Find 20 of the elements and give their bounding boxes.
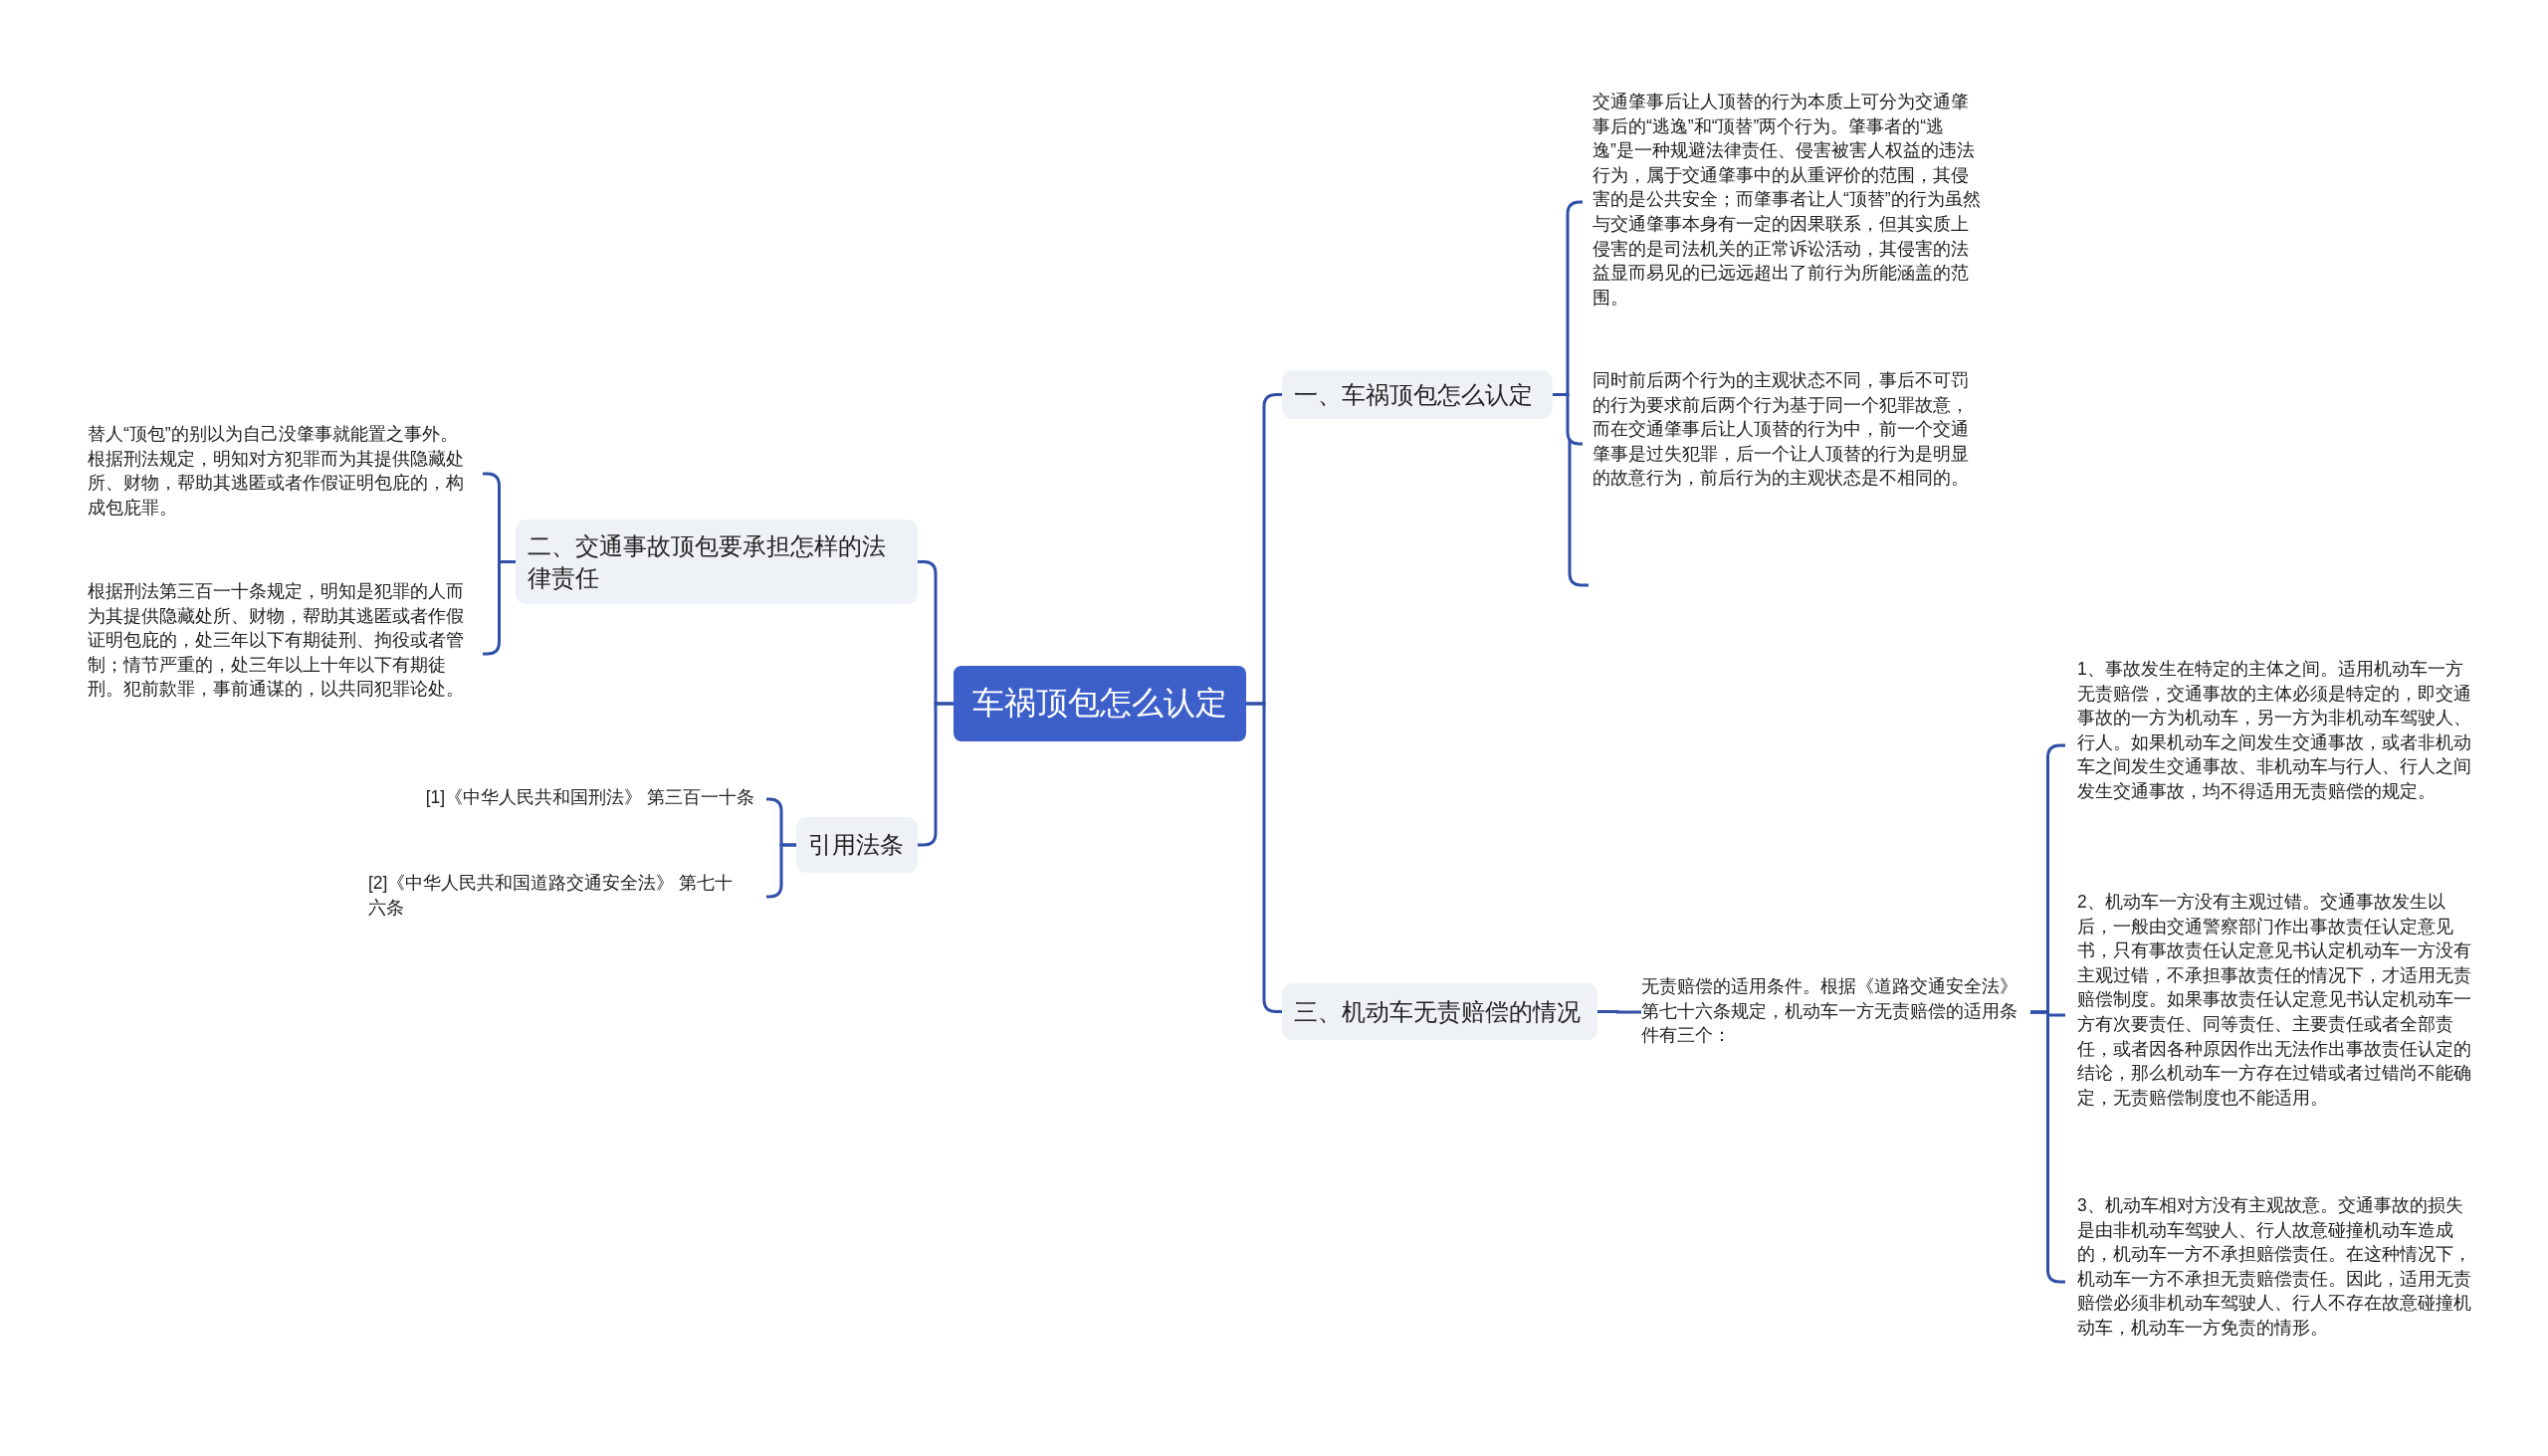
note-text: 无责赔偿的适用条件。根据《道路交通安全法》第七十六条规定，机动车一方无责赔偿的适用条件有三个： [1641, 974, 2030, 1050]
connector-line [918, 702, 954, 847]
note-text: [2]《中华人民共和国道路交通安全法》 第七十六条 [368, 871, 766, 923]
topic-box: 一、车祸顶包怎么认定 [1282, 370, 1553, 419]
connector-line [1597, 1010, 1641, 1014]
connector-line [766, 843, 796, 899]
note-text: 替人“顶包”的别以为自己没肇事就能置之事外。根据刑法规定，明知对方犯罪而为其提供隐藏处所、财物，帮助其逃匿或者作假证明包庇的，构成包庇罪。 [88, 422, 483, 525]
note-text: 1、事故发生在特定的主体之间。适用机动车一方无责赔偿，交通事故的主体必须是特定的，即交通事故的一方为机动车，另一方为非机动车驾驶人、行人。如果机动车之间发生交通事故，或者非机动车之间发生交通事故、非机动车与行人、行人之间发生交通事故，均不得适用无责赔偿的规定。 [2065, 657, 2473, 834]
topic-box: 引用法条 [796, 817, 918, 873]
central-topic: 车祸顶包怎么认定 [954, 666, 1246, 741]
note-text: 2、机动车一方没有主观过错。交通事故发生以后，一般由交通警察部门作出事故责任认定意见书，只有事故责任认定意见书认定机动车一方没有主观过错，不承担事故责任的情况下，才适用无责赔偿制度。如果事故责任认定意见书认定机动车一方有次要责任、同等责任、主要责任或者全部责任，或者因各种原因作出无法作出事故责任认定的结论，那么机动车一方存在过错或者过错尚不能确定，无责赔偿制度也不能适用。 [2065, 890, 2473, 1141]
connector-line [1553, 393, 1583, 446]
note-text: 根据刑法第三百一十条规定，明知是犯罪的人而为其提供隐藏处所、财物，帮助其逃匿或者作假证明包庇的，处三年以下有期徒刑、拘役或者管制；情节严重的，处三年以上十年以下有期徒刑。犯前款罪，事前通谋的，以共同犯罪论处。 [88, 579, 483, 728]
note-text: [1]《中华人民共和国刑法》 第三百一十条 [358, 785, 766, 813]
connector-line [1246, 702, 1282, 1013]
topic-box: 三、机动车无责赔偿的情况 [1282, 983, 1597, 1040]
topic-box: 二、交通事故顶包要承担怎样的法律责任 [516, 520, 918, 604]
note-text: 3、机动车相对方没有主观故意。交通事故的损失是由非机动车驾驶人、行人故意碰撞机动车造成的，机动车一方不承担赔偿责任。在这种情况下，机动车一方不承担无责赔偿责任。因此，适用无责赔偿必须非机动车驾驶人、行人不存在故意碰撞机动车，机动车一方免责的情形。 [2065, 1193, 2473, 1370]
note-text: 交通肇事后让人顶替的行为本质上可分为交通肇事后的“逃逸”和“顶替”两个行为。肇事者的“逃逸”是一种规避法律责任、侵害被害人权益的违法行为，属于交通肇事中的从重评价的范围，其侵害的是公共安全；而肇事者让人“顶替”的行为虽然与交通肇事本身有一定的因果联系，但其实质上侵害的是司法机关的正常诉讼活动，其侵害的法益显而易见的已远远超出了前行为所能涵盖的范围。 [1583, 90, 1981, 314]
note-text: 同时前后两个行为的主观状态不同，事后不可罚的行为要求前后两个行为基于同一个犯罪故意，而在交通肇事后让人顶替的行为中，前一个交通肇事是过失犯罪，后一个让人顶替的行为是明显的故意行为，前后行为的主观状态是不相同的。 [1583, 368, 1981, 520]
